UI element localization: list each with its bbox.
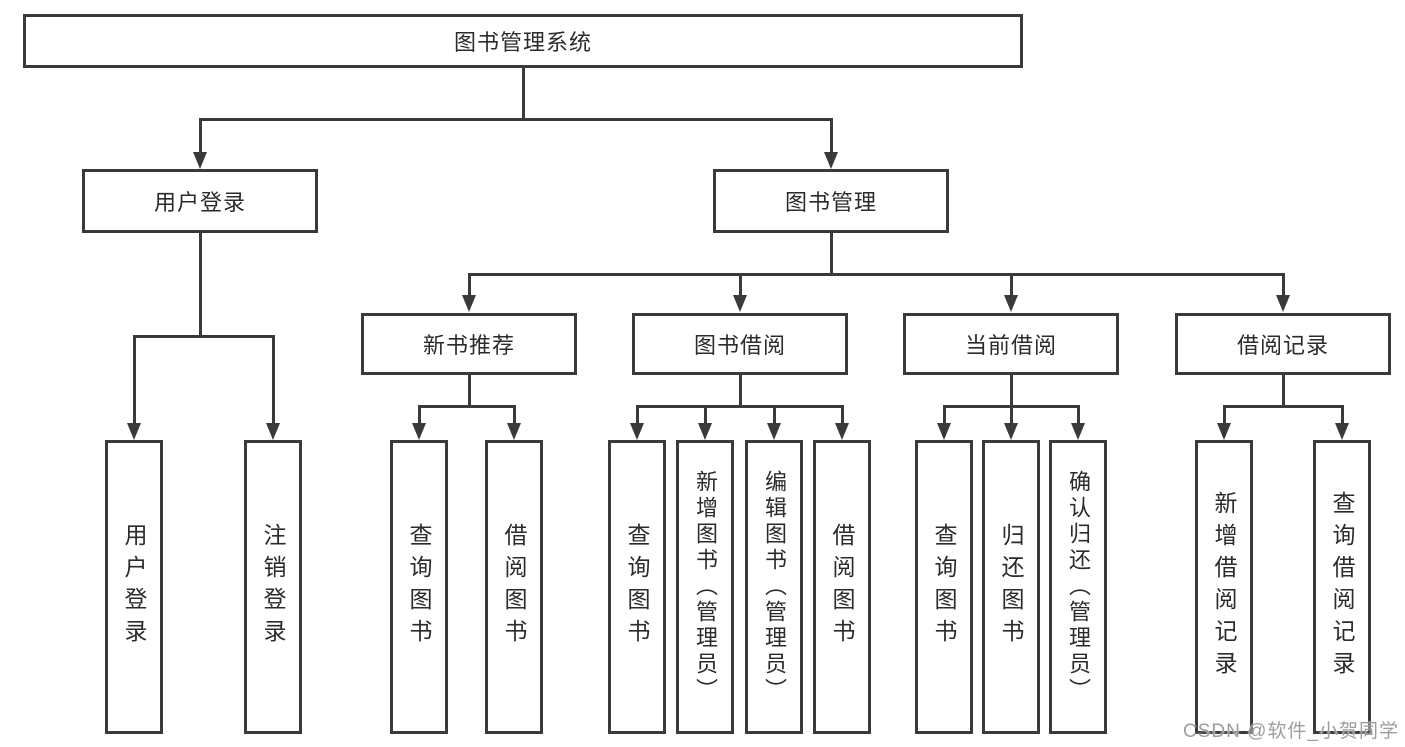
leaf-add-books-admin: 新增图书（管理员）: [676, 440, 734, 734]
leaf-borrow-books-label: 借阅图书: [829, 523, 855, 651]
connector-line: [1009, 405, 1013, 423]
connector-line: [198, 118, 833, 121]
leaf-query-borrow-record-label: 查询借阅记录: [1329, 491, 1355, 683]
connector-line: [132, 335, 136, 423]
node-user-login-label: 用户登录: [153, 190, 246, 215]
leaf-current-query-books-label: 查询图书: [931, 523, 957, 651]
connector-line: [1009, 273, 1013, 296]
leaf-borrow-query-books-label: 查询图书: [624, 523, 650, 651]
node-new-book-recommend-label: 新书推荐: [422, 333, 515, 358]
connector-line: [512, 405, 516, 423]
connector-line: [703, 405, 707, 423]
connector-line: [829, 233, 833, 273]
connector-line: [1340, 405, 1344, 423]
leaf-return-books: 归还图书: [982, 440, 1040, 734]
connector-line: [417, 405, 516, 408]
arrowhead-down-icon: [193, 152, 207, 169]
leaf-current-query-books: 查询图书: [915, 440, 973, 734]
csdn-watermark: CSDN @软件_小贺同学: [1183, 721, 1399, 742]
arrowhead-down-icon: [1071, 423, 1085, 440]
node-book-management: 图书管理: [713, 169, 949, 233]
connector-line: [1076, 405, 1080, 423]
node-book-borrow: 图书借阅: [632, 313, 848, 375]
connector-line: [738, 273, 742, 296]
arrowhead-down-icon: [462, 295, 476, 312]
connector-line: [1009, 375, 1013, 405]
node-borrow-records: 借阅记录: [1175, 313, 1391, 375]
arrowhead-down-icon: [507, 423, 521, 440]
leaf-add-borrow-record: 新增借阅记录: [1195, 440, 1253, 734]
node-book-borrow-label: 图书借阅: [693, 333, 786, 358]
leaf-user-login: 用户登录: [105, 440, 163, 734]
arrowhead-down-icon: [1004, 295, 1018, 312]
arrowhead-down-icon: [412, 423, 426, 440]
arrowhead-down-icon: [266, 423, 280, 440]
arrowhead-down-icon: [1335, 423, 1349, 440]
connector-line: [1281, 375, 1285, 405]
connector-line: [198, 118, 202, 153]
node-current-borrow: 当前借阅: [903, 313, 1119, 375]
leaf-logout-label: 注销登录: [260, 523, 286, 651]
leaf-edit-books-admin-label: 编辑图书（管理员）: [762, 470, 787, 704]
arrowhead-down-icon: [937, 423, 951, 440]
connector-line: [271, 335, 275, 423]
arrowhead-down-icon: [1217, 423, 1231, 440]
connector-line: [198, 233, 202, 335]
node-new-book-recommend: 新书推荐: [361, 313, 577, 375]
connector-line: [829, 118, 833, 153]
leaf-recommend-borrow-books: 借阅图书: [485, 440, 543, 734]
leaf-confirm-return-admin: 确认归还（管理员）: [1049, 440, 1107, 734]
leaf-logout: 注销登录: [244, 440, 302, 734]
leaf-borrow-books: 借阅图书: [813, 440, 871, 734]
node-user-login: 用户登录: [82, 169, 318, 233]
connector-line: [1222, 405, 1344, 408]
arrowhead-down-icon: [1004, 423, 1018, 440]
leaf-query-borrow-record: 查询借阅记录: [1313, 440, 1371, 734]
leaf-recommend-query-books-label: 查询图书: [406, 523, 432, 651]
node-current-borrow-label: 当前借阅: [964, 333, 1057, 358]
leaf-add-borrow-record-label: 新增借阅记录: [1211, 491, 1237, 683]
arrowhead-down-icon: [824, 152, 838, 169]
connector-line: [635, 405, 844, 408]
leaf-return-books-label: 归还图书: [998, 523, 1024, 651]
connector-line: [1222, 405, 1226, 423]
connector-line: [467, 273, 1285, 276]
connector-line: [521, 66, 525, 118]
arrowhead-down-icon: [1276, 295, 1290, 312]
connector-line: [467, 273, 471, 296]
leaf-add-books-admin-label: 新增图书（管理员）: [693, 470, 718, 704]
leaf-recommend-query-books: 查询图书: [390, 440, 448, 734]
leaf-edit-books-admin: 编辑图书（管理员）: [745, 440, 803, 734]
arrowhead-down-icon: [698, 423, 712, 440]
connector-line: [840, 405, 844, 423]
arrowhead-down-icon: [733, 295, 747, 312]
arrowhead-down-icon: [127, 423, 141, 440]
connector-line: [635, 405, 639, 423]
leaf-borrow-query-books: 查询图书: [608, 440, 666, 734]
connector-line: [942, 405, 946, 423]
leaf-user-login-label: 用户登录: [121, 523, 147, 651]
node-root-label: 图书管理系统: [453, 30, 592, 55]
connector-line: [417, 405, 421, 423]
arrowhead-down-icon: [835, 423, 849, 440]
leaf-recommend-borrow-books-label: 借阅图书: [501, 523, 527, 651]
connector-line: [467, 375, 471, 405]
arrowhead-down-icon: [630, 423, 644, 440]
connector-line: [738, 375, 742, 405]
node-root: 图书管理系统: [23, 14, 1023, 68]
node-borrow-records-label: 借阅记录: [1236, 333, 1329, 358]
arrowhead-down-icon: [767, 423, 781, 440]
node-book-management-label: 图书管理: [784, 190, 877, 215]
connector-line: [132, 335, 275, 338]
leaf-confirm-return-admin-label: 确认归还（管理员）: [1066, 470, 1091, 704]
connector-line: [1281, 273, 1285, 296]
connector-line: [772, 405, 776, 423]
